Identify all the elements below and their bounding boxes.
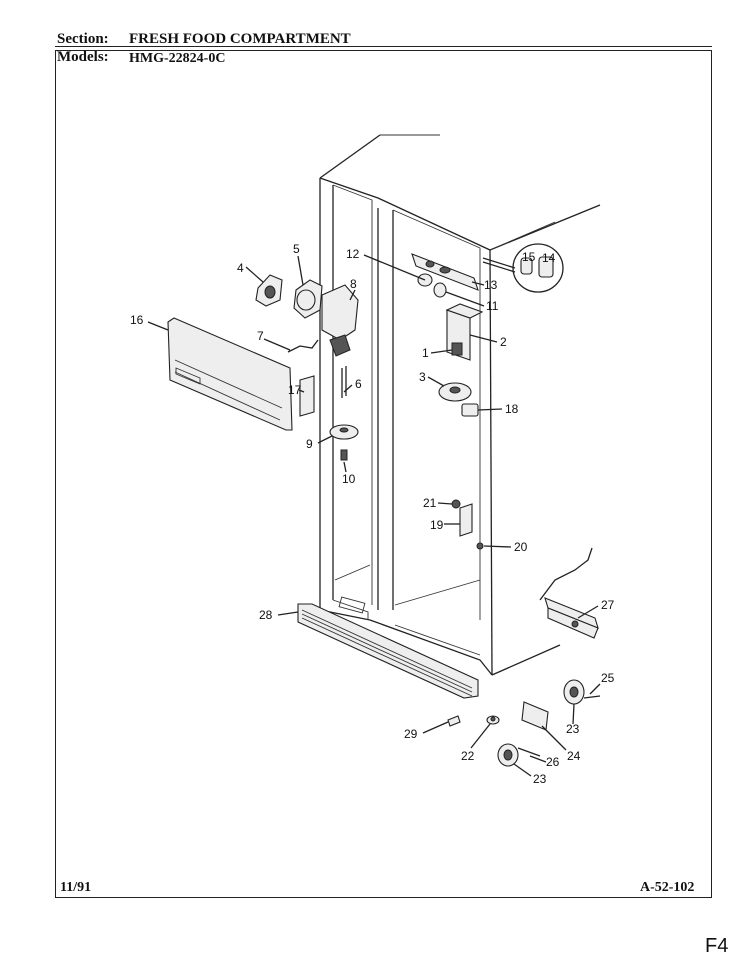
callout-1: 1 xyxy=(422,346,429,360)
callout-3: 3 xyxy=(419,370,426,384)
model-number: HMG-22824-0C xyxy=(129,51,226,66)
callout-16: 16 xyxy=(130,313,144,327)
callout-19: 19 xyxy=(430,518,444,532)
callout-12: 12 xyxy=(346,247,360,261)
callout-7: 7 xyxy=(257,329,264,343)
callout-10: 10 xyxy=(342,472,356,486)
callout-leaders xyxy=(147,254,601,777)
document-number: A-52-102 xyxy=(640,880,695,895)
callout-4: 4 xyxy=(237,261,244,275)
right-control-parts xyxy=(438,303,484,417)
callout-28: 28 xyxy=(259,608,273,622)
callout-17: 17 xyxy=(288,383,302,397)
callout-labels: 1 2 3 4 5 6 7 8 9 10 11 12 13 14 15 16 1… xyxy=(130,242,615,786)
callout-8: 8 xyxy=(350,277,357,291)
callout-21: 21 xyxy=(423,496,437,510)
revision-date: 11/91 xyxy=(60,880,92,895)
callout-18: 18 xyxy=(505,402,519,416)
callout-22: 22 xyxy=(461,749,475,763)
diagram-frame xyxy=(55,50,712,898)
section-title: FRESH FOOD COMPARTMENT xyxy=(129,31,351,47)
callout-27: 27 xyxy=(601,598,615,612)
base-grille xyxy=(297,603,479,699)
callout-15: 15 xyxy=(522,250,536,264)
callout-23-upper: 23 xyxy=(566,722,580,736)
callout-9: 9 xyxy=(306,437,313,451)
light-assembly xyxy=(411,253,479,298)
callout-29: 29 xyxy=(404,727,418,741)
callout-13: 13 xyxy=(484,278,498,292)
callout-20: 20 xyxy=(514,540,528,554)
callout-24: 24 xyxy=(567,749,581,763)
hinge-detail-bubble xyxy=(482,243,564,293)
control-cover-panel xyxy=(167,317,293,431)
callout-11: 11 xyxy=(486,299,499,313)
callout-2: 2 xyxy=(500,335,507,349)
refrigerator-cabinet xyxy=(319,134,601,676)
callout-23-lower: 23 xyxy=(533,772,547,786)
callout-25: 25 xyxy=(601,671,615,685)
header-divider xyxy=(55,46,712,47)
callout-6: 6 xyxy=(355,377,362,391)
lower-right-parts xyxy=(451,499,484,550)
roller-bracket xyxy=(539,547,599,639)
callout-5: 5 xyxy=(293,242,300,256)
callout-26: 26 xyxy=(546,755,560,769)
left-control-parts xyxy=(255,274,359,461)
callout-14: 14 xyxy=(542,251,556,265)
section-label: Section: xyxy=(57,31,109,47)
handwritten-page-mark: F4 xyxy=(705,935,729,957)
roller-parts xyxy=(447,679,601,767)
models-label: Models: xyxy=(57,49,109,65)
